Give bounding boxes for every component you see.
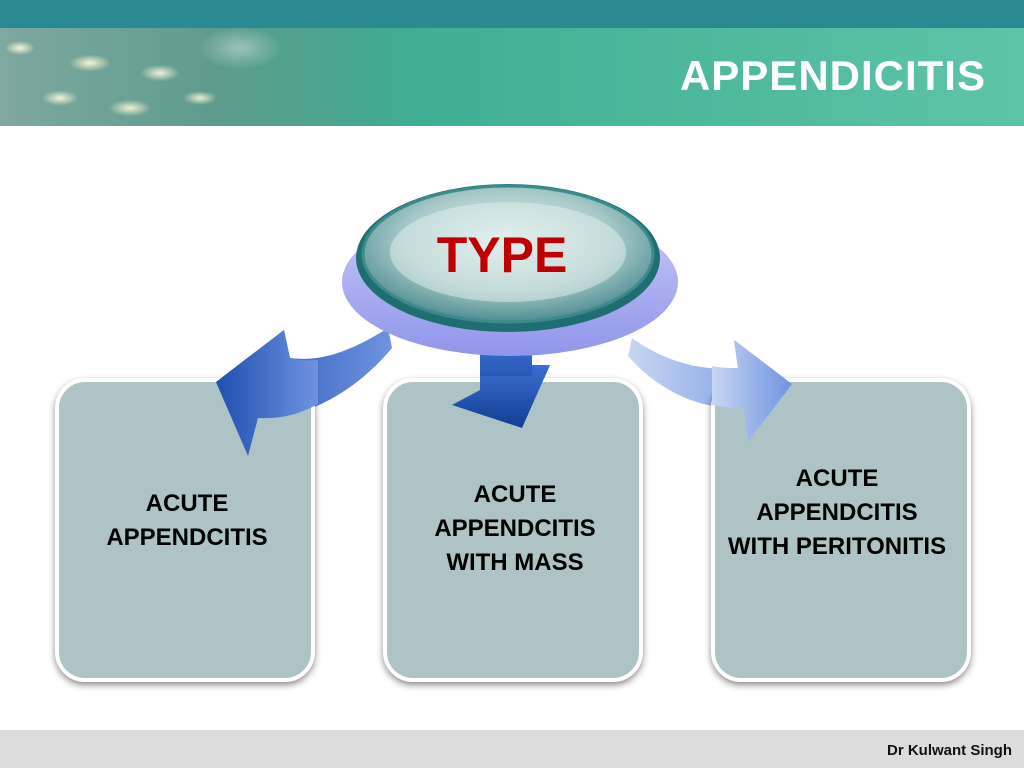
slide-title: APPENDICITIS — [679, 52, 986, 99]
type-label-mass: ACUTE APPENDCITIS WITH MASS — [434, 481, 596, 576]
type-label-peritonitis: ACUTE APPENDCITIS WITH PERITONITIS — [727, 465, 947, 560]
type-label-acute: ACUTE APPENDCITIS — [106, 490, 268, 551]
hub-inner — [390, 202, 626, 302]
operating-lights-image — [0, 28, 420, 126]
top-strip — [0, 0, 1024, 28]
header-banner: APPENDICITIS — [0, 28, 1024, 126]
type-box-mass — [383, 378, 643, 682]
footer-bar: Dr Kulwant Singh — [0, 730, 1024, 768]
hub-label: TYPE — [436, 227, 568, 283]
author-name: Dr Kulwant Singh — [887, 742, 1012, 759]
